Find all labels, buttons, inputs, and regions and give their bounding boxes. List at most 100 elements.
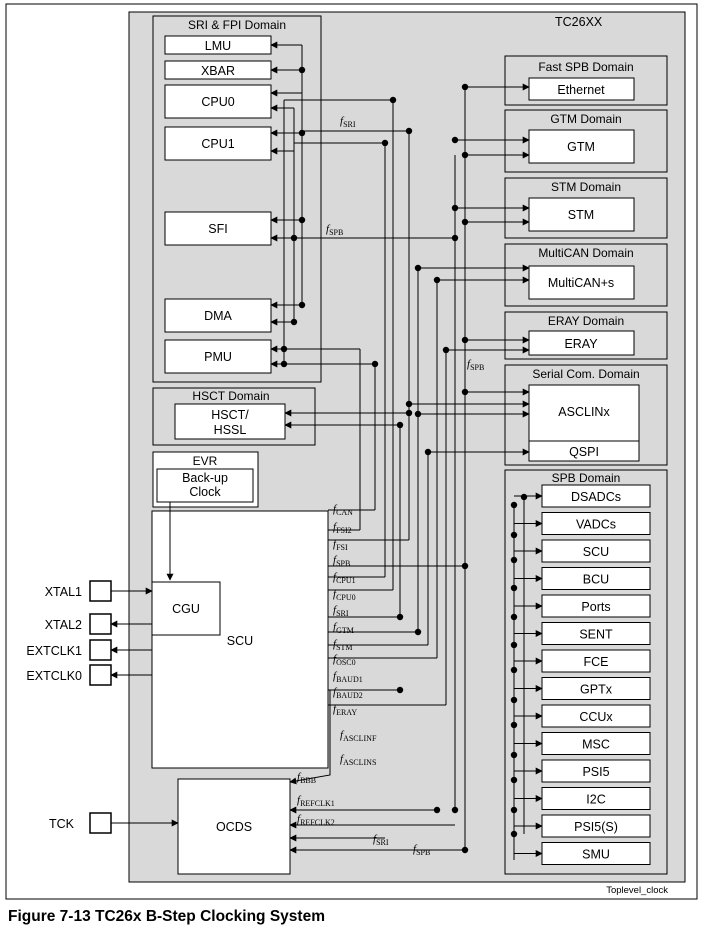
pin-xtal1-label: XTAL1 [45,585,82,599]
junction-dot [298,66,306,74]
junction-dot [510,584,518,592]
spb-block-label: GPTx [580,683,613,697]
clock-signal-label: fSPB [467,358,484,372]
eray-domain-title: ERAY Domain [548,314,624,328]
block-hssl: HSSL [214,423,247,437]
stm-domain-title: STM Domain [551,180,621,194]
block-dma: DMA [204,309,232,323]
junction-dot [414,410,422,418]
spb-block-label: I2C [586,793,605,807]
sri-fpi-domain: SRI & FPI Domain LMU XBAR CPU0 CPU1 SFI … [152,15,322,383]
ocds-block: OCDS [177,778,291,875]
chip-label: TC26XX [555,15,603,29]
junction-dot [280,360,288,368]
junction-dot [414,628,422,636]
evr-title: EVR [193,454,218,468]
spb-block-label: SMU [582,848,610,862]
clock-signal-label: fFSI [333,538,348,552]
clock-signal-label: fFSI2 [333,521,352,535]
junction-dot [371,360,379,368]
block-cpu1: CPU1 [201,137,234,151]
junction-dot [510,666,518,674]
fast-spb-domain: Fast SPB Domain Ethernet [504,55,668,106]
junction-dot [451,234,459,242]
block-qspi: QSPI [569,445,599,459]
scu-label: SCU [227,634,253,648]
junction-dot [510,696,518,704]
spb-block-label: BCU [583,573,609,587]
pin-xtal2-label: XTAL2 [45,618,82,632]
pin-tck-box [89,812,112,834]
junction-dot [389,96,397,104]
pin-tck-label: TCK [49,817,75,831]
junction-dot [520,493,528,501]
wire-junctions [280,66,528,854]
hsct-domain-title: HSCT Domain [192,389,269,403]
pin-extclk1-label: EXTCLK1 [26,644,82,658]
clock-signal-label: fSTM [333,638,353,652]
junction-dot [510,776,518,784]
pin-extclk1-box [89,639,112,661]
block-gtm: GTM [567,140,595,154]
block-multican: MultiCAN+s [548,276,614,290]
clock-wires [110,41,543,860]
junction-dot [510,641,518,649]
block-backup-clock-line1: Back-up [182,471,228,485]
spb-block-label: CCUx [579,710,613,724]
junction-dot [510,613,518,621]
junction-dot [396,686,404,694]
fast-spb-domain-title: Fast SPB Domain [538,60,633,74]
clock-signal-label: fSRI [333,604,349,618]
junction-dot [298,216,306,224]
junction-dot [461,336,469,344]
junction-dot [405,409,413,417]
junction-dot [461,83,469,91]
pin-xtal2-box [89,613,112,635]
gtm-domain-title: GTM Domain [550,112,621,126]
block-cpu0: CPU0 [201,95,234,109]
junction-dot [442,346,450,354]
clock-signal-label: fSPB [333,554,350,568]
junction-dot [433,276,441,284]
junction-dot [405,400,413,408]
clock-signal-label: fSRI [340,115,356,129]
pin-xtal1-box [89,580,112,602]
clock-signal-label: fCPU0 [333,588,356,602]
clock-signal-label: fCAN [333,503,353,517]
multican-domain-title: MultiCAN Domain [538,246,633,260]
clock-signal-label: fBAUD1 [333,670,363,684]
spb-block-label: Ports [581,600,610,614]
clock-signal-labels: fCANfFSI2fFSIfSPBfCPU1fCPU0fSRIfGTMfSTMf… [297,115,484,857]
clock-signal-label: fREFCLK2 [297,813,335,827]
clock-signal-label: fSRI [373,833,389,847]
junction-dot [290,318,298,326]
junction-dot [424,448,432,456]
junction-dot [510,830,518,838]
junction-dot [451,136,459,144]
block-eray: ERAY [564,337,598,351]
block-asclinx: ASCLINx [558,405,610,419]
junction-dot [461,218,469,226]
block-sfi: SFI [208,222,227,236]
junction-dot [280,345,288,353]
ocds-feed-wire [289,689,331,785]
spb-block-label: PSI5 [582,765,609,779]
spb-block-label: SCU [583,545,609,559]
cgu-label: CGU [172,602,200,616]
serial-com-domain-title: Serial Com. Domain [532,367,639,381]
junction-dot [510,751,518,759]
junction-dot [290,234,298,242]
figure-caption: Figure 7-13 TC26x B-Step Clocking System [8,908,325,925]
clock-signal-label: fOSC0 [333,653,356,667]
clock-signal-label: fBAUD2 [333,686,363,700]
junction-dot [396,421,404,429]
pin-extclk0-label: EXTCLK0 [26,669,82,683]
gtm-domain: GTM Domain GTM [504,109,668,173]
spb-block-label: SENT [579,628,613,642]
clock-signal-label: fSPB [413,843,430,857]
block-xbar: XBAR [201,64,235,78]
spb-domain: SPB Domain DSADCsVADCsSCUBCUPortsSENTFCE… [504,469,668,875]
junction-dot [510,721,518,729]
junction-dot [461,846,469,854]
